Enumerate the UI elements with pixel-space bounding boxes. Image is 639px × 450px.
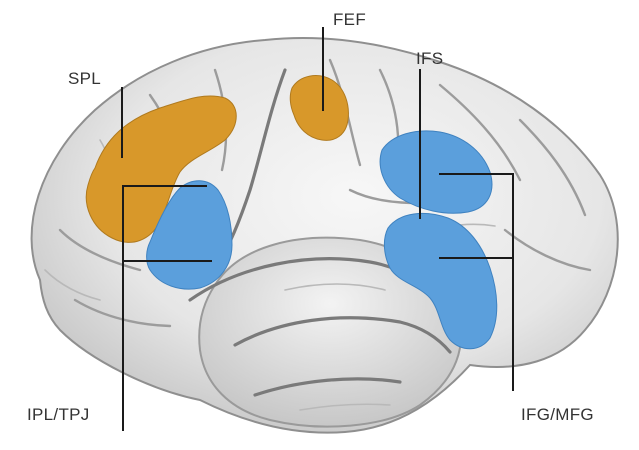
label-ipl-tpj: IPL/TPJ (27, 405, 90, 424)
label-spl: SPL (68, 69, 101, 88)
label-fef: FEF (333, 10, 366, 29)
label-ifg-mfg: IFG/MFG (521, 405, 594, 424)
label-ifs: IFS (416, 49, 443, 68)
